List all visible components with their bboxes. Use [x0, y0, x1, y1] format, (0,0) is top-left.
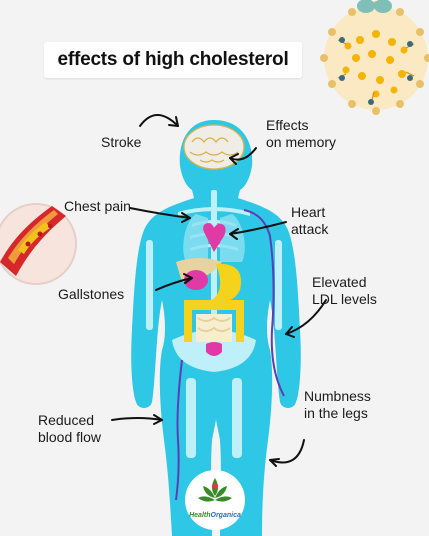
- page-title: effects of high cholesterol: [57, 49, 289, 70]
- vein-right-arm: [243, 209, 285, 397]
- label-numbness: Numbness in the legs: [304, 388, 371, 421]
- stomach-organ: [212, 263, 241, 302]
- arrow-heart-attack: [229, 221, 287, 235]
- arrow-blood-flow: [111, 417, 163, 421]
- heart-organ: [203, 223, 226, 252]
- logo-text: HealthOrganica: [188, 512, 242, 519]
- label-chest-pain: Chest pain: [64, 198, 131, 214]
- arrow-numbness: [269, 439, 305, 464]
- arrow-memory: [229, 147, 257, 161]
- label-stroke: Stroke: [101, 134, 142, 150]
- health-organica-logo: [185, 470, 245, 530]
- label-gallstones: Gallstones: [58, 286, 125, 302]
- label-blood-flow: Reduced blood flow: [38, 412, 102, 445]
- arrow-ldl: [285, 299, 327, 335]
- artery-plaque-icon: [0, 203, 77, 285]
- title-banner: effects of high cholesterol: [44, 42, 302, 78]
- label-ldl: Elevated LDL levels: [312, 274, 377, 307]
- vein-left-leg: [175, 359, 183, 501]
- logo-text-organica: Organica: [210, 512, 241, 519]
- human-body-figure: [131, 120, 301, 536]
- cholesterol-particle-icon: [320, 0, 429, 115]
- label-heart-attack: Heart attack: [291, 204, 329, 237]
- arrow-chest-pain: [129, 207, 191, 219]
- label-memory: Effects on memory: [266, 117, 337, 150]
- intestines-organ: [184, 300, 244, 342]
- arrow-stroke: [139, 114, 179, 127]
- bladder-organ: [206, 342, 222, 356]
- logo-text-health: Health: [189, 512, 211, 519]
- arrow-gallstones: [155, 277, 193, 291]
- gallbladder-organ: [184, 270, 208, 290]
